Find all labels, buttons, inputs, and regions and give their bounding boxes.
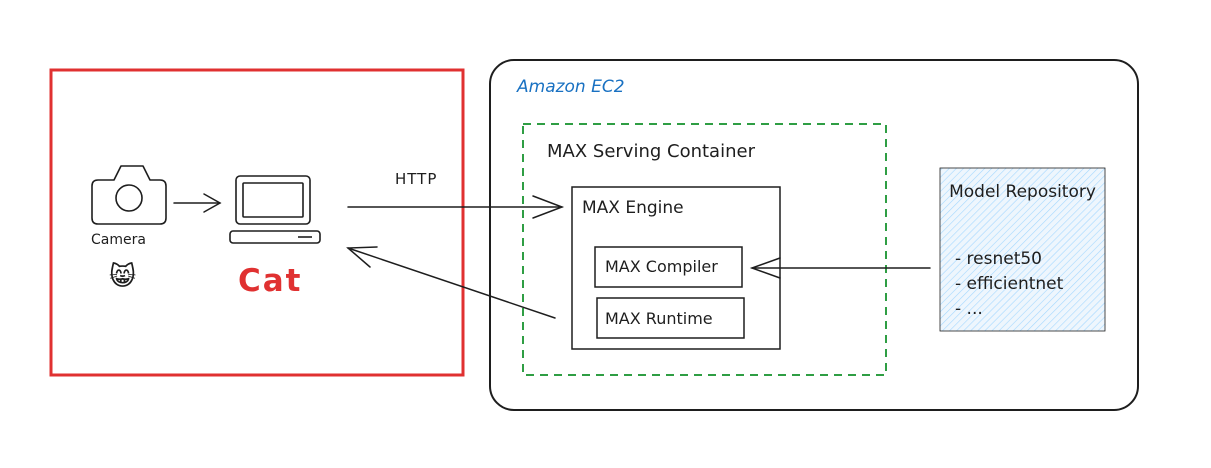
repository-title: Model Repository [949,182,1096,202]
repository-box [939,167,1106,332]
http-request-arrow [347,195,565,219]
serving-container-title: MAX Serving Container [547,141,755,162]
runtime-box [596,297,745,339]
engine-title: MAX Engine [582,198,684,218]
compiler-box [594,246,743,288]
compiler-label: MAX Compiler [605,257,718,276]
computer-icon [229,175,321,244]
repository-item: - ... [955,299,983,319]
camera-icon [91,165,167,225]
camera-to-computer-arrow [173,193,222,213]
ec2-title: Amazon EC2 [517,77,625,97]
cat-emoji-icon: 😸 [109,262,137,292]
response-arrow [346,246,556,319]
repository-item: - efficientnet [955,274,1064,294]
ec2-box [489,59,1139,411]
http-label: HTTP [395,170,438,188]
repository-list: - resnet50 - efficientnet - ... [955,247,1063,322]
camera-label: Camera [91,232,146,248]
repository-item: - resnet50 [955,249,1043,269]
repository-to-compiler-arrow [749,257,931,279]
prediction-label: Cat [238,263,303,299]
runtime-label: MAX Runtime [605,309,713,328]
client-box [49,68,465,377]
